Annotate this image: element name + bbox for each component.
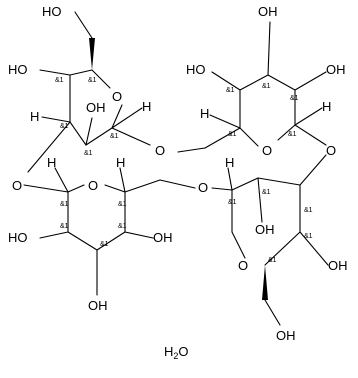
stereo-tag: &1 bbox=[118, 223, 127, 230]
atom-h-6: H bbox=[116, 155, 125, 170]
ring-d-bonds bbox=[211, 154, 329, 326]
atom-o-ring-c: O bbox=[88, 178, 98, 193]
stereo-tag: &1 bbox=[262, 83, 271, 90]
stereo-tag: &1 bbox=[100, 241, 109, 248]
atom-o-ring-a: O bbox=[112, 89, 122, 104]
atom-oh-6: OH bbox=[255, 222, 275, 237]
atom-o-link-bd: O bbox=[326, 143, 336, 158]
stereo-tag: &1 bbox=[55, 77, 64, 84]
stereo-tag: &1 bbox=[268, 257, 277, 264]
atom-o-link-cd: O bbox=[198, 180, 208, 195]
atom-o-ring-d: O bbox=[238, 258, 248, 273]
water-label: H2O bbox=[164, 344, 189, 361]
atom-ho-4: HO bbox=[8, 230, 28, 245]
stereo-tag: &1 bbox=[228, 131, 237, 138]
atom-oh-5: OH bbox=[88, 298, 108, 313]
ring-c-bonds bbox=[23, 121, 196, 296]
atom-labels: HO HO OH H O H O OH HO OH H H O O O H H … bbox=[8, 4, 348, 343]
stereo-tag: &1 bbox=[84, 150, 93, 157]
atom-oh-4: OH bbox=[153, 230, 173, 245]
atom-h-5: H bbox=[47, 155, 56, 170]
ring-a-bonds bbox=[39, 11, 151, 146]
stereo-tags: &1 &1 &1 &1 &1 &1 &1 &1 &1 &1 &1 &1 &1 &… bbox=[55, 77, 313, 264]
stereo-tag: &1 bbox=[60, 223, 69, 230]
atom-oh-8: OH bbox=[276, 328, 296, 343]
stereo-tag: &1 bbox=[304, 207, 313, 214]
atom-oh-7: OH bbox=[328, 258, 348, 273]
stereo-tag: &1 bbox=[118, 201, 127, 208]
ring-b-bonds bbox=[177, 21, 327, 153]
stereo-tag: &1 bbox=[226, 87, 235, 94]
stereo-tag: &1 bbox=[110, 133, 119, 140]
stereo-tag: &1 bbox=[262, 189, 271, 196]
atom-h-2: H bbox=[142, 99, 151, 114]
atom-h-7: H bbox=[225, 155, 234, 170]
atom-h-1: H bbox=[30, 109, 39, 124]
atom-ho-3: HO bbox=[186, 62, 206, 77]
atom-o-link-ac: O bbox=[12, 178, 22, 193]
atom-oh-1: OH bbox=[86, 100, 106, 115]
atom-ho-1: HO bbox=[42, 4, 62, 19]
atom-ho-2: HO bbox=[8, 62, 28, 77]
stereo-tag: &1 bbox=[304, 233, 313, 240]
atom-o-ring-b: O bbox=[262, 143, 272, 158]
atom-oh-3: OH bbox=[326, 62, 346, 77]
stereo-tag: &1 bbox=[228, 199, 237, 206]
stereo-tag: &1 bbox=[88, 77, 97, 84]
stereo-tag: &1 bbox=[288, 131, 297, 138]
stereo-tag: &1 bbox=[60, 123, 69, 130]
stereo-tag: &1 bbox=[60, 201, 69, 208]
stereo-tag: &1 bbox=[290, 95, 299, 102]
atom-oh-2: OH bbox=[258, 4, 278, 19]
atom-o-link-ab: O bbox=[155, 143, 165, 158]
atom-h-3: H bbox=[322, 99, 331, 114]
atom-h-4: H bbox=[200, 106, 209, 121]
